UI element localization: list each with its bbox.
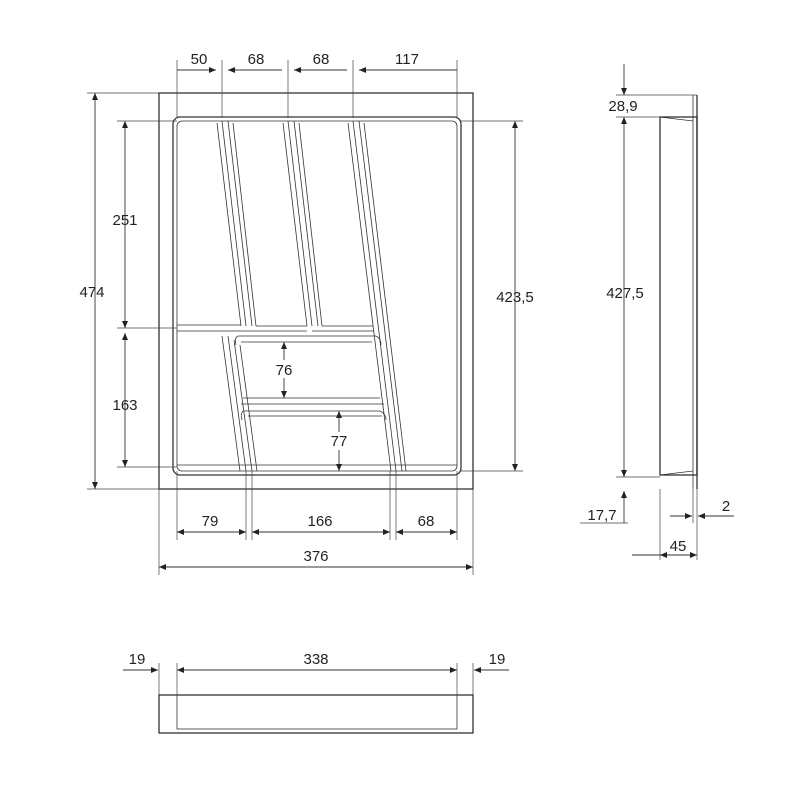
front-view: 19 338 19: [123, 651, 509, 734]
left-dimensions: 474 251 163: [79, 92, 177, 490]
compartment-lower: [177, 410, 457, 466]
tray-inner-border-2: [176, 120, 458, 472]
dim-side-height: 427,5: [606, 285, 644, 302]
inner-dimension-76: 76: [270, 342, 298, 398]
dim-bottom-1: 79: [202, 513, 219, 530]
dim-compartment-middle: 76: [276, 362, 293, 379]
dim-front-left: 19: [129, 651, 146, 668]
dim-compartment-lower: 77: [331, 433, 348, 450]
dim-upper-height: 251: [112, 212, 137, 229]
dim-side-top: 28,9: [608, 98, 637, 115]
dim-side-bottom: 17,7: [587, 507, 616, 524]
dim-side-depth: 45: [670, 538, 687, 555]
dim-lower-height: 163: [112, 397, 137, 414]
dim-top-2: 68: [248, 51, 265, 68]
front-profile: [158, 694, 474, 734]
dim-side-wall: 2: [722, 498, 730, 515]
horizontal-divider-upper: [177, 324, 374, 332]
divider-2: [282, 120, 323, 327]
dim-top-3: 68: [313, 51, 330, 68]
compartment-middle: [234, 335, 384, 405]
top-view: 50 68 68 117 474 251 163 423,5: [79, 51, 534, 575]
top-dimension-chain: 50 68 68 117: [176, 51, 458, 118]
dim-top-1: 50: [191, 51, 208, 68]
dim-front-middle: 338: [303, 651, 328, 668]
tray-inner-border: [172, 116, 462, 476]
front-inner-cavity: [176, 694, 458, 730]
dim-overall-height: 474: [79, 284, 104, 301]
divider-3: [347, 120, 407, 472]
right-dimension: 423,5: [461, 120, 534, 472]
dim-top-4: 117: [395, 51, 419, 68]
side-view: 28,9 427,5 17,7 2 45: [580, 64, 734, 560]
divider-1: [216, 120, 257, 327]
tray-outer-frame: [158, 92, 474, 490]
bottom-overall-dimension: 376: [158, 489, 474, 575]
side-profile-outer: [659, 116, 698, 476]
dim-bottom-3: 68: [418, 513, 435, 530]
dim-overall-width: 376: [303, 548, 328, 565]
dim-bottom-2: 166: [307, 513, 332, 530]
bottom-inner-dimension-chain: 79 166 68: [176, 471, 458, 540]
dim-inner-height: 423,5: [496, 289, 534, 306]
dim-front-right: 19: [489, 651, 506, 668]
inner-dimension-77: 77: [325, 411, 353, 471]
divider-4: [221, 335, 258, 472]
